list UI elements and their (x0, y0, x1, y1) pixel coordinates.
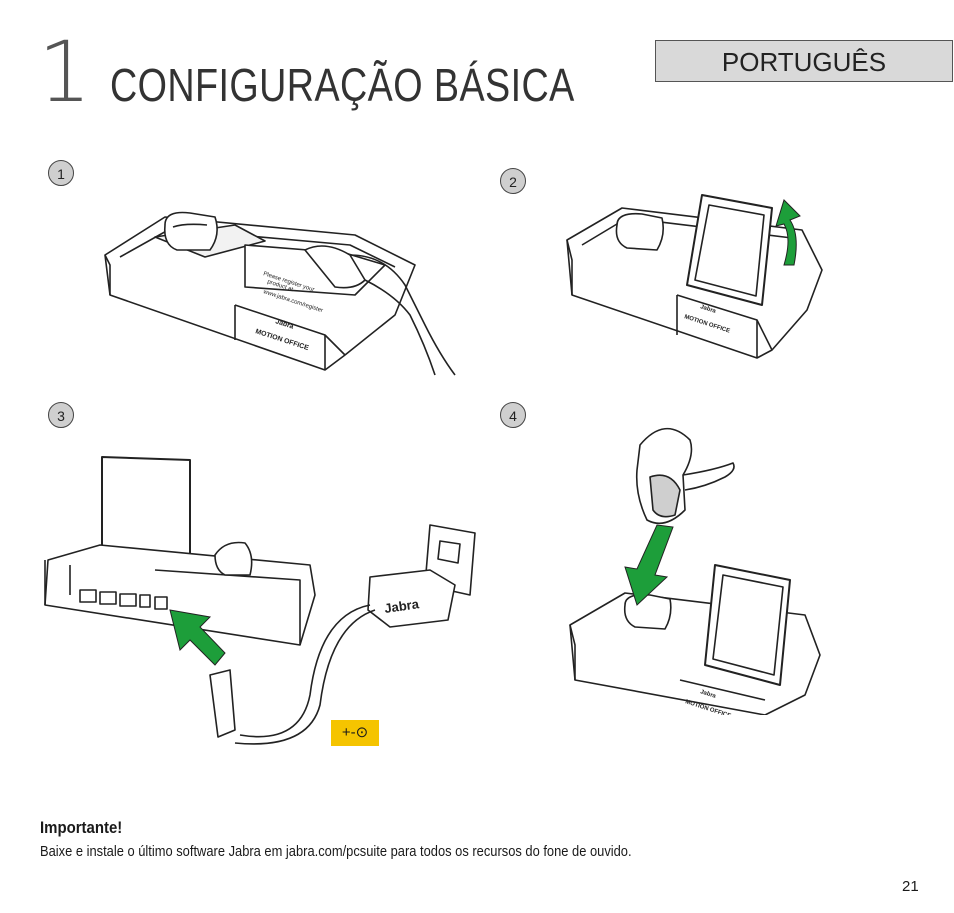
step3-connect-arrow (169, 609, 226, 666)
step-badge-2: 2 (500, 168, 526, 194)
step1-illustration: Jabra MOTION OFFICE Please register your… (104, 211, 456, 376)
step2-lift-arrow (775, 199, 801, 266)
step3-adapter-label: Jabra (383, 596, 420, 616)
step4-brand-label: Jabra (699, 689, 717, 700)
step2-brand-label: Jabra (699, 304, 717, 315)
notice-body: Baixe e instale o último software Jabra … (40, 843, 632, 860)
language-label: PORTUGUÊS (655, 40, 953, 82)
polarity-symbol: +-⊙ (331, 720, 379, 746)
step3-illustration: Jabra (44, 456, 476, 745)
step4-place-arrow (624, 524, 674, 606)
step2-product-label: MOTION OFFICE (683, 314, 730, 334)
step-badge-3: 3 (48, 402, 74, 428)
step4-illustration: Jabra MOTION OFFICE (569, 427, 821, 715)
notice-heading: Importante! (40, 818, 123, 837)
page-title: CONFIGURAÇÃO BÁSICA (110, 59, 575, 111)
step1-brand-label: Jabra (274, 318, 294, 330)
step2-illustration: Jabra MOTION OFFICE (566, 194, 823, 359)
step-badge-1: 1 (48, 160, 74, 186)
step-badge-4: 4 (500, 402, 526, 428)
page-number: 21 (902, 878, 919, 895)
chapter-number: 1 (38, 23, 91, 121)
